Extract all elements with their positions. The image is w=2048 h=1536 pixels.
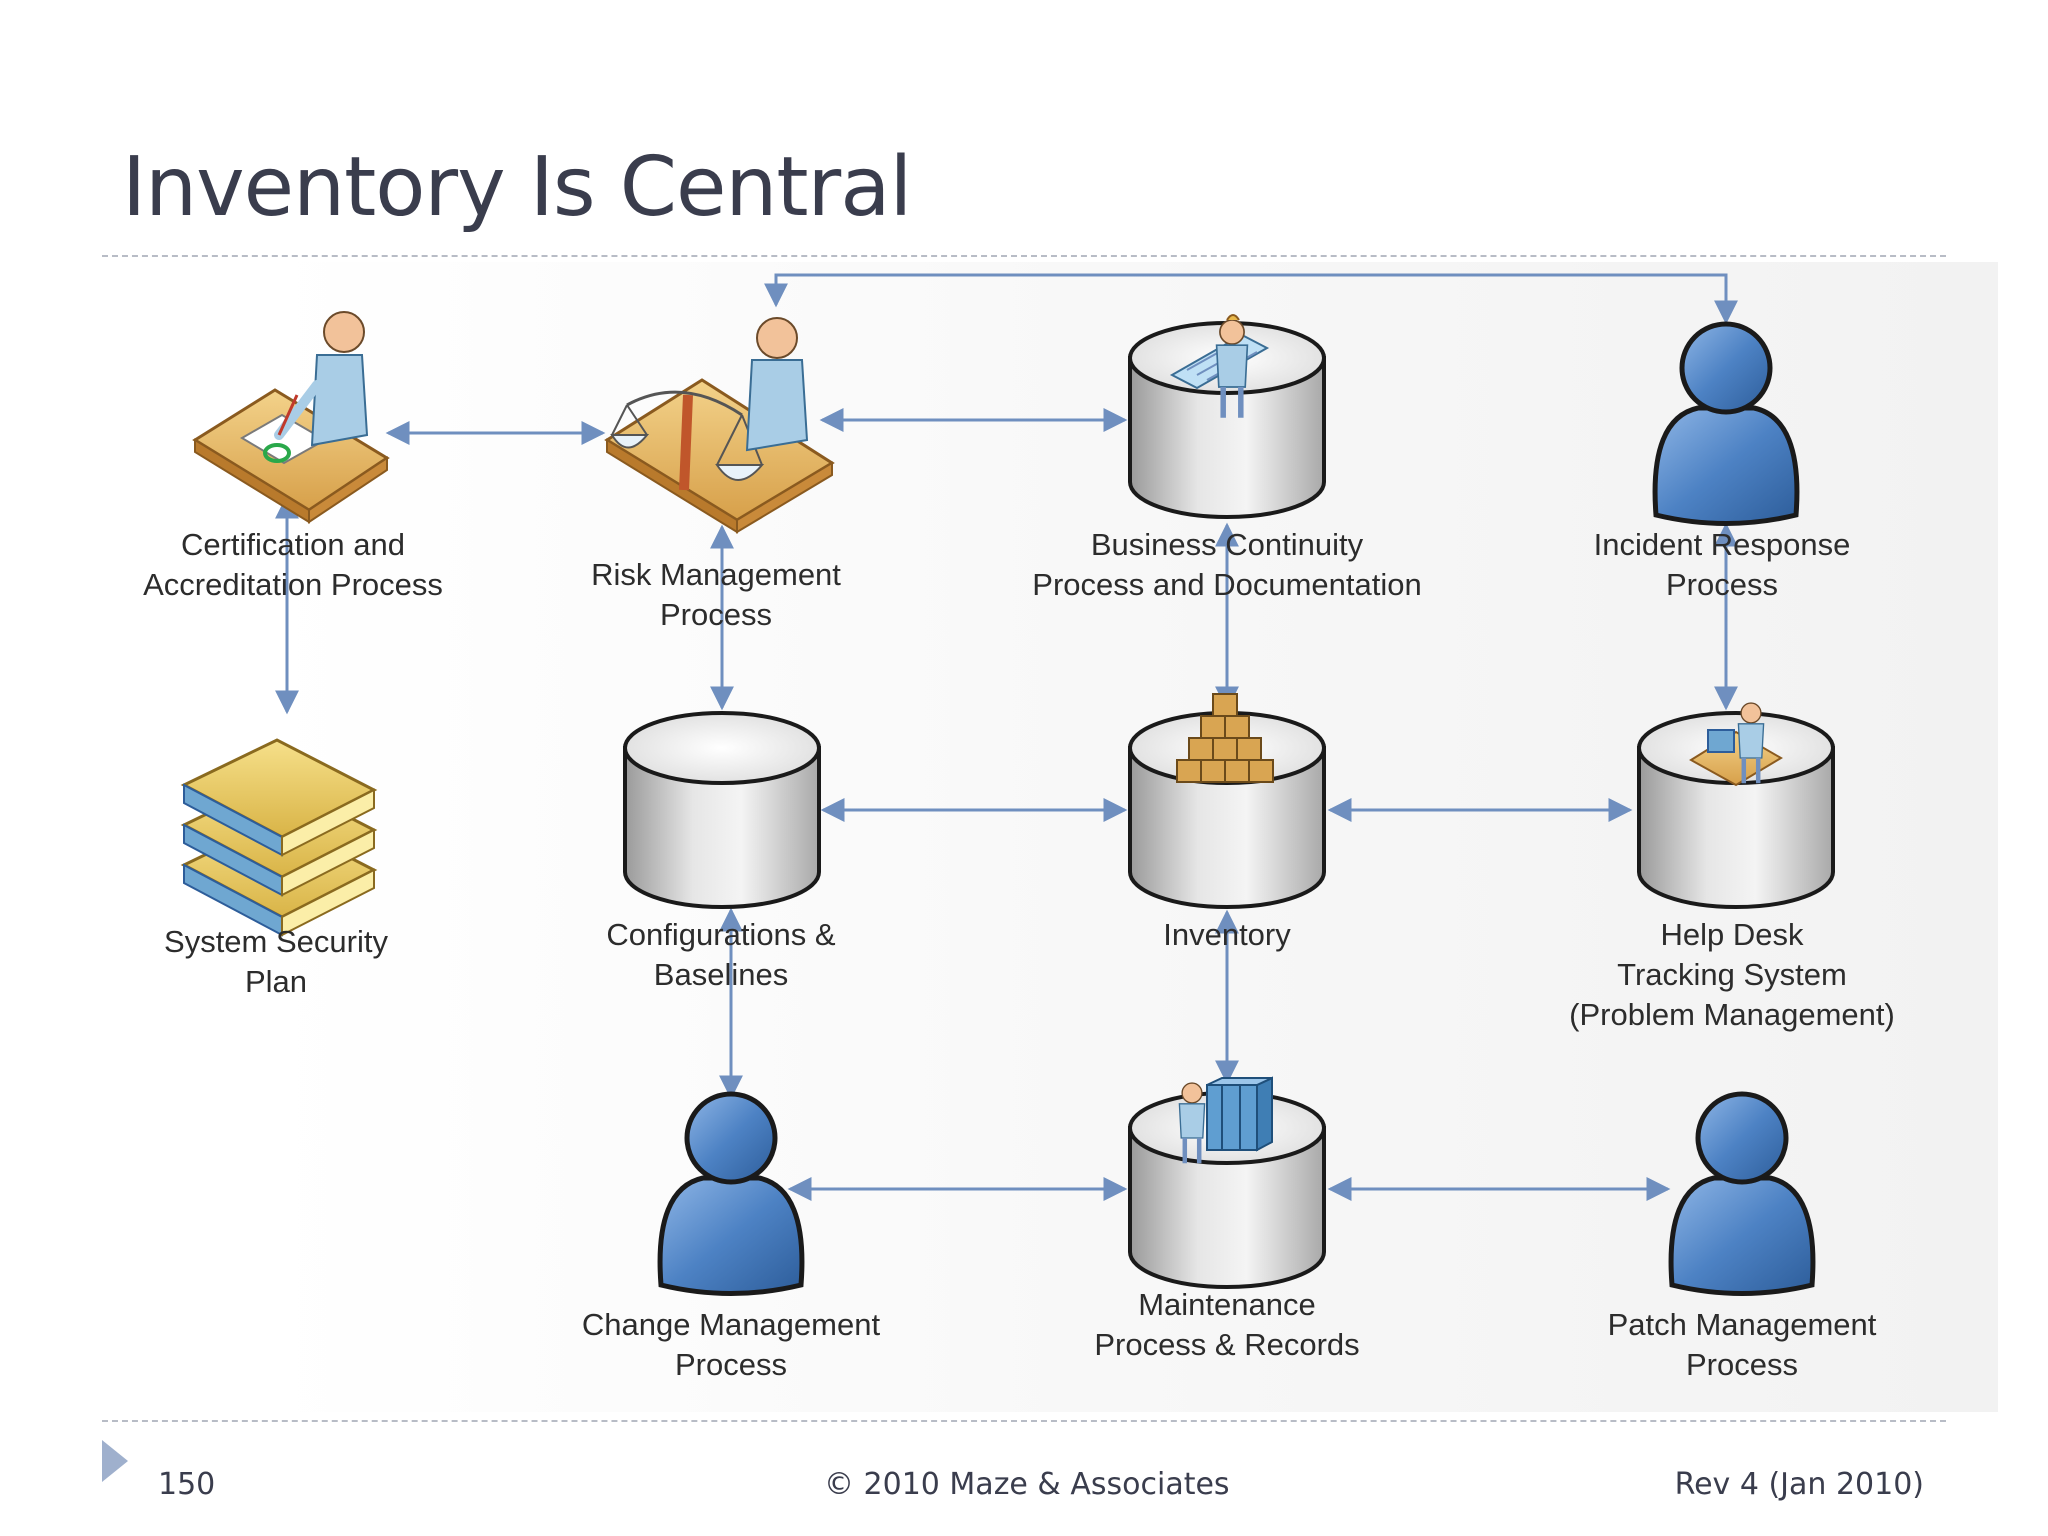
business-continuity-label: Business Continuity Process and Document… <box>1032 527 1422 602</box>
connector-risk-incident <box>764 273 1738 325</box>
page-number: 150 <box>158 1467 216 1502</box>
title-divider <box>102 255 1946 257</box>
help-desk-label: Help Desk Tracking System (Problem Manag… <box>1569 917 1895 1032</box>
person-icon <box>660 1094 802 1294</box>
revision-text: Rev 4 (Jan 2010) <box>1674 1467 1924 1502</box>
database-with-server-icon <box>1128 1076 1326 1289</box>
footer-divider <box>102 1420 1946 1422</box>
person-icon <box>1655 324 1797 524</box>
patch-management-label: Patch Management Process <box>1607 1307 1877 1382</box>
inventory-label: Inventory <box>1163 917 1291 952</box>
slide-bullet-triangle-icon <box>102 1440 128 1482</box>
change-management-label: Change Management Process <box>581 1307 881 1382</box>
certification-process-label: Certification and Accreditation Process <box>143 527 443 602</box>
maintenance-label: Maintenance Process & Records <box>1094 1287 1360 1362</box>
person-at-desk-signing-icon <box>192 311 390 524</box>
copyright-text: © 2010 Maze & Associates <box>824 1467 1230 1502</box>
database-with-planner-icon <box>1128 314 1326 519</box>
connector-lines <box>275 273 1738 1201</box>
risk-management-label: Risk Management Process <box>591 557 841 632</box>
book-stack-icon <box>180 738 378 937</box>
person-with-scales-icon <box>604 317 835 534</box>
database-with-boxes-icon <box>1128 693 1326 909</box>
person-icon <box>1671 1094 1813 1294</box>
database-with-helpdesk-icon <box>1637 703 1835 909</box>
configurations-baselines-label: Configurations & Baselines <box>606 917 836 992</box>
system-security-plan-label: System Security Plan <box>164 924 388 999</box>
slide-title: Inventory Is Central <box>122 140 912 235</box>
database-icon <box>623 711 821 909</box>
incident-response-label: Incident Response Process <box>1593 527 1851 602</box>
